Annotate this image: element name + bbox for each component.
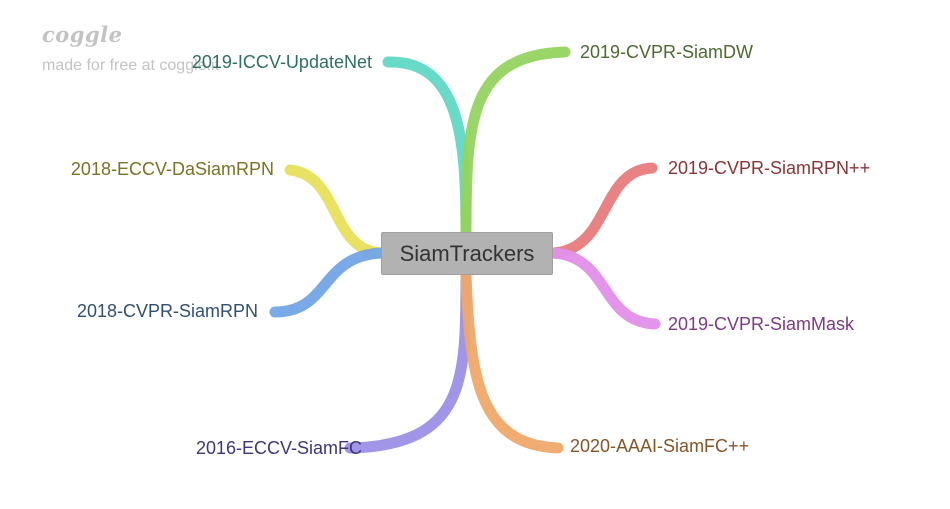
coggle-watermark-text: made for free at coggle.it xyxy=(42,57,219,74)
node-siamfcpp[interactable]: 2020-AAAI-SiamFC++ xyxy=(570,436,750,456)
branch-siamrpn[interactable] xyxy=(269,247,387,318)
node-siammask[interactable]: 2019-CVPR-SiamMask xyxy=(668,314,855,334)
central-topic-label: SiamTrackers xyxy=(399,240,535,266)
node-siamrpnpp[interactable]: 2019-CVPR-SiamRPN++ xyxy=(668,158,871,178)
branch-siamdw[interactable] xyxy=(460,46,571,238)
central-topic-node[interactable]: SiamTrackers xyxy=(381,232,553,275)
node-siamdw[interactable]: 2019-CVPR-SiamDW xyxy=(580,42,754,62)
coggle-logo: coggle xyxy=(42,22,123,47)
node-siamrpn[interactable]: 2018-CVPR-SiamRPN xyxy=(76,301,258,321)
branch-siammask[interactable] xyxy=(547,247,661,330)
branch-siamfc[interactable] xyxy=(344,269,472,454)
branch-siamrpnpp[interactable] xyxy=(547,162,658,259)
branch-siamfcpp[interactable] xyxy=(460,269,564,454)
branch-updatenet[interactable] xyxy=(382,56,472,238)
node-dasiamrpn[interactable]: 2018-ECCV-DaSiamRPN xyxy=(70,159,274,179)
coggle-watermark: coggle made for free at coggle.it xyxy=(42,22,219,75)
branch-dasiamrpn[interactable] xyxy=(284,164,387,259)
node-updatenet[interactable]: 2019-ICCV-UpdateNet xyxy=(191,52,372,72)
node-siamfc[interactable]: 2016-ECCV-SiamFC xyxy=(195,438,362,458)
